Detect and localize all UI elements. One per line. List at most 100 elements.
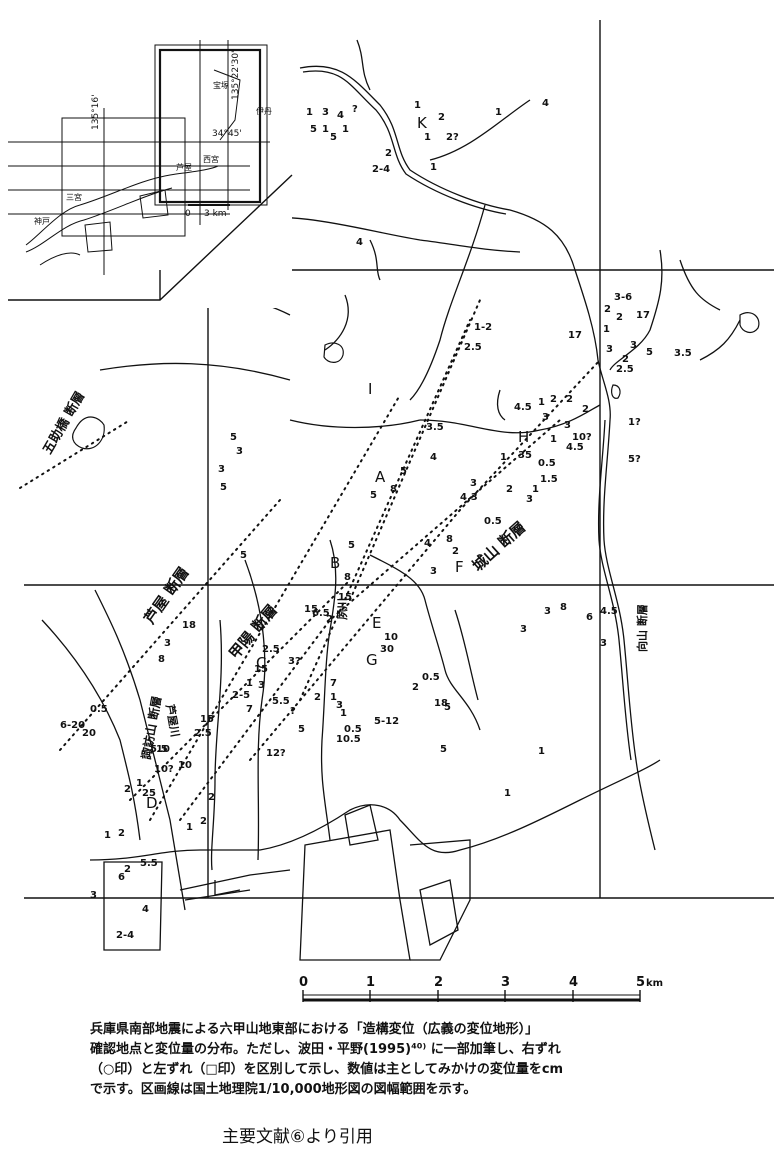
displacement-value: 5.5 [272, 696, 290, 707]
inset-coord-lon1: 135°22'30" [231, 49, 241, 100]
displacement-value: 2.5 [464, 342, 482, 353]
displacement-value: 15 [254, 664, 268, 675]
displacement-value: 5.5 [150, 744, 168, 755]
displacement-value: 4 [430, 452, 437, 463]
displacement-value: 2 [506, 484, 513, 495]
displacement-value: 1 [414, 100, 421, 111]
scale-unit: km [646, 978, 663, 989]
caption-line-3: （○印）と左ずれ（□印）を区別して示し、数値は主としてみかけの変位量をcm [90, 1062, 564, 1077]
displacement-value: 4.5 [514, 402, 532, 413]
displacement-value: 1 [500, 452, 507, 463]
displacement-value: 2-4 [372, 164, 390, 175]
section-label-c: C [256, 654, 266, 672]
displacement-value: 3? [288, 656, 301, 667]
displacement-value: 4.3 [460, 492, 478, 503]
caption-line-1: 兵庫県南部地震による六甲山地東部における「造構変位（広義の変位地形）」 [90, 1022, 539, 1037]
displacement-value: 5 [370, 490, 377, 501]
displacement-value: 1 [306, 107, 313, 118]
section-label-h: H [518, 428, 529, 446]
section-label-d: D [146, 794, 158, 812]
displacement-value: 4 [424, 538, 431, 549]
displacement-value: 8 [446, 534, 453, 545]
fault-label-mukoyama: 向山 断層 [635, 604, 649, 652]
displacement-value: 3 [564, 420, 571, 431]
displacement-value: 10 [156, 744, 170, 755]
source-citation: 主要文献⑥より引用 [222, 1127, 373, 1147]
displacement-value: 1 [186, 822, 193, 833]
displacement-value: 2 [314, 692, 321, 703]
displacement-value: 2 [566, 394, 573, 405]
displacement-value: 1 [246, 678, 253, 689]
displacement-value: 3 [336, 700, 343, 711]
displacement-value: 5 [240, 550, 247, 561]
displacement-value: 3 [164, 638, 171, 649]
displacement-value: 5 [646, 347, 653, 358]
displacement-value: 3 [470, 478, 477, 489]
displacement-value: 5? [628, 454, 641, 465]
section-label-i: I [368, 380, 372, 398]
displacement-value: 2 [452, 546, 459, 557]
displacement-value: 2? [446, 132, 459, 143]
displacement-value: 6 [586, 612, 593, 623]
caption-line-4: で示す。区画線は国土地理院1/10,000地形図の図幅範囲を示す。 [90, 1082, 477, 1097]
inset-place-ashiya: 芦屋 [176, 162, 192, 172]
displacement-value: 2 [582, 404, 589, 415]
displacement-value: 0.5 [538, 458, 556, 469]
displacement-value: 17 [568, 330, 582, 341]
river-label-ashiyagawa: 芦屋川 [163, 703, 183, 738]
displacement-value: 0.5 [90, 704, 108, 715]
displacement-value: 1? [628, 417, 641, 428]
scale-tick-4: 4 [569, 975, 578, 990]
displacement-value: 5-12 [374, 716, 399, 727]
section-label-e: E [372, 614, 381, 632]
section-label-k: K [417, 114, 428, 132]
displacement-value: 1 [495, 107, 502, 118]
displacement-value: 8 [560, 602, 567, 613]
scale-bar: 0 1 2 3 4 5 km [299, 975, 663, 1002]
coastline [89, 759, 661, 961]
displacement-value: 2.5 [262, 644, 280, 655]
displacement-value: 15 [338, 592, 352, 603]
displacement-value: 1 [322, 124, 329, 135]
displacement-value: 6.5 [312, 608, 330, 619]
displacement-value: 1 [340, 708, 347, 719]
displacement-value: 17 [636, 310, 650, 321]
displacement-value: 10 [384, 632, 398, 643]
displacement-value: 2 [438, 112, 445, 123]
inset-scale-zero: 0 [185, 209, 191, 219]
displacement-value: 3 [526, 494, 533, 505]
displacement-value: 2 [604, 304, 611, 315]
displacement-value: ? [352, 104, 358, 115]
displacement-value: 5 [440, 744, 447, 755]
displacement-value: 15 [304, 604, 318, 615]
displacement-value: 3-6 [614, 292, 632, 303]
displacement-value: 3 [542, 412, 549, 423]
displacement-value: 8 [158, 654, 165, 665]
fault-traces [19, 299, 601, 821]
inset-place-kobe: 神戸 [34, 216, 50, 226]
displacement-value: 2 [616, 312, 623, 323]
displacement-value: 4.5 [566, 442, 584, 453]
displacement-value: 8 [390, 484, 397, 495]
scale-tick-0: 0 [299, 975, 308, 990]
displacement-value: 0.5 [484, 516, 502, 527]
displacement-value: 4 [356, 237, 363, 248]
displacement-value: 35 [518, 450, 532, 461]
displacement-value: 2.5 [616, 364, 634, 375]
displacement-value: 2 [326, 614, 333, 625]
displacement-value: 2 [208, 792, 215, 803]
inset-coord-lon2: 135°16' [91, 94, 101, 130]
displacement-value: 3 [236, 446, 243, 457]
displacement-value: 3 [606, 344, 613, 355]
figure-caption: 兵庫県南部地震による六甲山地東部における「造構変位（広義の変位地形）」 確認地点… [90, 1020, 710, 1100]
displacement-value: 3 [218, 464, 225, 475]
fault-label-gosukebashi: 五助橋 断層 [40, 389, 89, 457]
displacement-value: 1 [538, 746, 545, 757]
displacement-value: 2-4 [116, 930, 134, 941]
displacement-value: ? [290, 706, 296, 717]
section-label-f: F [455, 558, 464, 576]
inset-scale-3km: 3 km [204, 209, 227, 219]
inset-place-itami: 伊丹 [256, 106, 272, 116]
displacement-value: 5 [298, 724, 305, 735]
